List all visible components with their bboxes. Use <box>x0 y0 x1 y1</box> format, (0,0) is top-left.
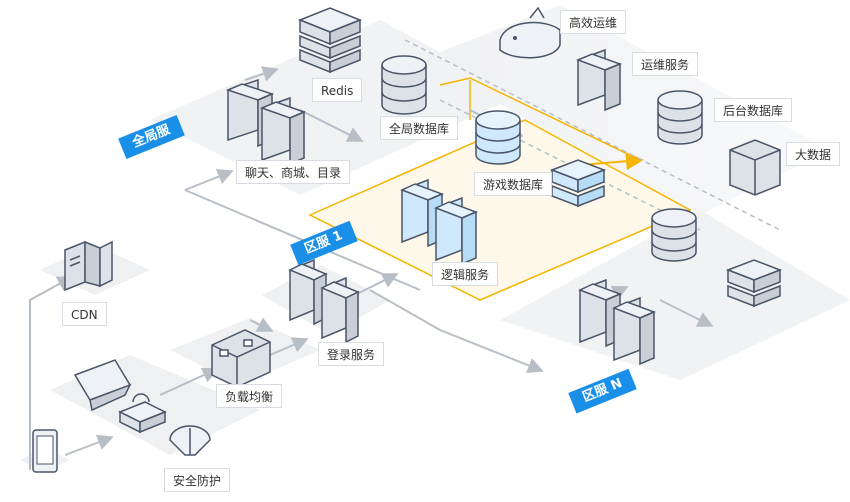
connections <box>29 66 714 470</box>
zone-n-stack-icon <box>725 259 783 308</box>
label-ops-service: 运维服务 <box>632 52 699 76</box>
cdn-icon <box>64 240 113 292</box>
label-load-balance: 负载均衡 <box>216 384 283 408</box>
ops-server-icon <box>575 48 623 112</box>
whale-icon <box>499 6 561 59</box>
phone-icon <box>32 429 58 473</box>
label-redis: Redis <box>312 78 363 102</box>
label-backend-db: 后台数据库 <box>714 98 793 122</box>
login-server-icon <box>288 258 360 344</box>
chat-server-icon <box>225 78 307 166</box>
logic-server-icon <box>400 178 479 266</box>
redis-stack-icon <box>297 7 363 74</box>
zone-1-frame <box>439 77 641 161</box>
firewall-icon <box>73 359 132 412</box>
lock-icon <box>118 393 167 434</box>
backend-db-icon <box>657 90 703 145</box>
load-balancer-icon <box>211 329 271 388</box>
zone-n-db-icon <box>651 208 697 262</box>
zone-1-stack-icon <box>549 159 607 208</box>
label-chat-mall: 聊天、商城、目录 <box>236 160 351 184</box>
label-login-service: 登录服务 <box>318 342 385 366</box>
zone-n-server-icon <box>578 278 657 366</box>
label-logic-service: 逻辑服务 <box>432 262 499 286</box>
label-ops-efficient: 高效运维 <box>560 10 627 34</box>
label-security: 安全防护 <box>164 468 231 492</box>
game-db-icon <box>475 110 521 165</box>
label-big-data: 大数据 <box>786 142 841 166</box>
global-db-icon <box>381 55 427 115</box>
big-data-icon <box>729 139 781 196</box>
label-game-db: 游戏数据库 <box>474 172 553 196</box>
label-cdn: CDN <box>62 302 107 326</box>
label-global-db: 全局数据库 <box>380 116 459 140</box>
zone-1-platform <box>308 119 692 301</box>
shield-icon <box>169 425 211 456</box>
